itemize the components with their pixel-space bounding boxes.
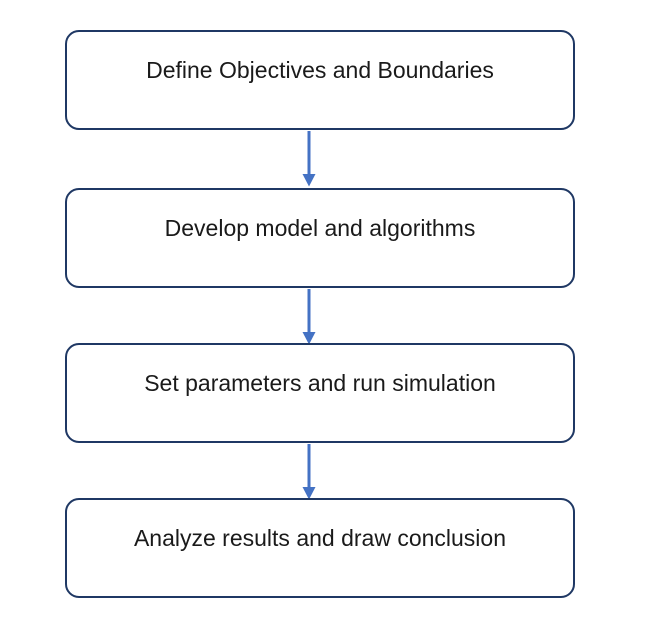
- flow-step-analyze-results: Analyze results and draw conclusion: [65, 498, 575, 598]
- arrowhead-icon: [302, 332, 316, 345]
- flow-step-label: Analyze results and draw conclusion: [133, 525, 507, 552]
- flow-step-label: Define Objectives and Boundaries: [146, 57, 494, 84]
- flow-step-label: Develop model and algorithms: [164, 215, 476, 242]
- flow-step-define-objectives: Define Objectives and Boundaries: [65, 30, 575, 130]
- flow-step-label: Set parameters and run simulation: [144, 370, 496, 397]
- flow-arrow-down-1: [302, 131, 316, 187]
- flow-arrow-down-2: [302, 289, 316, 345]
- flow-step-develop-model: Develop model and algorithms: [65, 188, 575, 288]
- flow-arrow-down-3: [302, 444, 316, 500]
- arrowhead-icon: [302, 174, 316, 187]
- arrowhead-icon: [302, 487, 316, 500]
- flow-step-set-parameters: Set parameters and run simulation: [65, 343, 575, 443]
